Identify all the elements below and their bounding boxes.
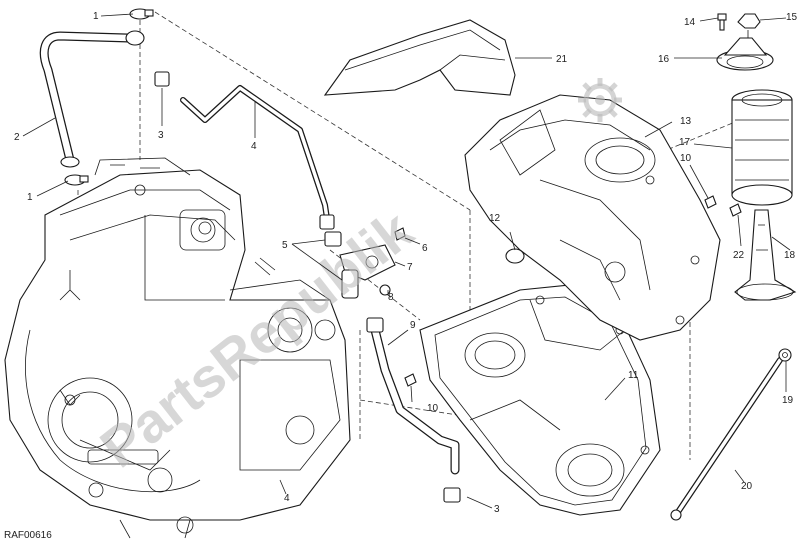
callout-label: 4 bbox=[284, 493, 290, 504]
support-rod-20 bbox=[670, 357, 783, 521]
callout-label: 4 bbox=[251, 141, 257, 152]
callout-label: 9 bbox=[410, 320, 416, 331]
breather-pipe-4 bbox=[180, 85, 335, 230]
callout-label: 11 bbox=[628, 370, 639, 381]
callout-label: 2 bbox=[14, 132, 20, 143]
hose-2 bbox=[39, 30, 145, 168]
callout-label: 22 bbox=[733, 250, 745, 261]
screw-10-right bbox=[704, 195, 742, 217]
callout-label: 5 bbox=[282, 240, 288, 251]
callout-label: 15 bbox=[786, 12, 798, 23]
callout-label: 10 bbox=[680, 153, 692, 164]
fitting-3-top bbox=[154, 71, 170, 87]
callout-label: 3 bbox=[494, 504, 500, 515]
watermark-gear-icon bbox=[578, 78, 622, 122]
callout-label: 21 bbox=[556, 54, 568, 65]
callout-label: 1 bbox=[27, 192, 33, 203]
intake-funnel-18 bbox=[734, 209, 797, 301]
callout-label: 19 bbox=[782, 395, 794, 406]
filter-cover-16 bbox=[716, 30, 774, 71]
callout-label: 17 bbox=[679, 137, 691, 148]
callout-label: 1 bbox=[93, 11, 99, 22]
callout-label: 20 bbox=[741, 481, 753, 492]
callout-label: 6 bbox=[422, 243, 428, 254]
callouts: 1 2 1 3 4 5 6 7 8 9 10 3 4 11 12 13 bbox=[14, 11, 798, 515]
screw-14 bbox=[717, 13, 727, 31]
callout-label: 18 bbox=[784, 250, 796, 261]
airbox-lower-11 bbox=[419, 284, 661, 516]
cover-21 bbox=[323, 19, 516, 96]
engine-assembly bbox=[4, 157, 351, 539]
callout-label: 8 bbox=[388, 292, 394, 303]
clamp-1-bottom bbox=[64, 174, 89, 186]
clamp-1-top bbox=[129, 8, 154, 20]
callout-label: 13 bbox=[680, 116, 692, 127]
callout-label: 12 bbox=[489, 213, 501, 224]
nut-15 bbox=[737, 13, 761, 29]
grommet-12 bbox=[505, 248, 525, 264]
valve-assembly bbox=[324, 227, 406, 299]
screw-10-left bbox=[404, 373, 417, 387]
callout-label: 10 bbox=[427, 403, 439, 414]
breather-pipe-9 bbox=[366, 317, 460, 475]
callout-label: 14 bbox=[684, 17, 696, 28]
callout-label: 16 bbox=[658, 54, 670, 65]
callout-label: 7 bbox=[407, 262, 413, 273]
callout-label: 3 bbox=[158, 130, 164, 141]
fitting-3-bottom bbox=[443, 487, 461, 503]
rod-end-19 bbox=[778, 348, 792, 362]
diagram-reference-code: RAF00616 bbox=[4, 530, 52, 541]
air-filter-17 bbox=[731, 89, 793, 206]
